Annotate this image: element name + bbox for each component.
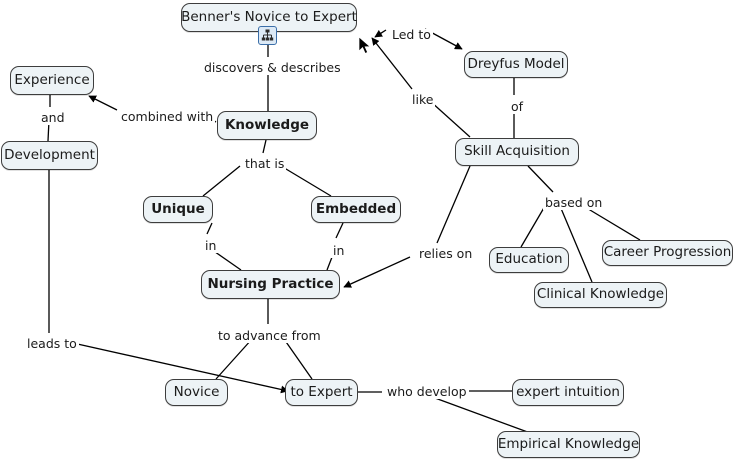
edge-label-like: like [410, 92, 436, 107]
edge-label-ledto: Led to [390, 27, 433, 42]
concept-node-label: expert intuition [516, 383, 620, 400]
edge-skill-root-b [429, 100, 471, 138]
concept-node-label: Education [495, 251, 563, 268]
concept-node-toexp[interactable]: to Expert [285, 379, 358, 406]
concept-node-label: Development [4, 146, 95, 163]
mouse-cursor-icon [358, 36, 371, 54]
edge-thatis-unique [202, 165, 241, 197]
edge-skill-basedon [527, 165, 554, 193]
concept-node-label: Nursing Practice [207, 275, 334, 292]
edge-label-advance: to advance from [216, 328, 323, 343]
edge-advance-toexpert [283, 338, 313, 380]
concept-node-know[interactable]: Knowledge [217, 111, 317, 140]
edge-basedon-education [520, 205, 546, 248]
concept-node-edu[interactable]: Education [489, 247, 569, 273]
concept-node-label: Embedded [315, 200, 397, 217]
edge-basedon-clinical [559, 205, 593, 283]
hierarchy-tree-icon[interactable] [258, 26, 277, 45]
concept-node-emb[interactable]: Embedded [311, 196, 401, 223]
concept-node-dev[interactable]: Development [1, 141, 98, 170]
edge-skill-root-a [371, 37, 413, 90]
edge-knowledge-thatis [262, 139, 267, 154]
concept-node-dreyfus[interactable]: Dreyfus Model [464, 51, 568, 78]
edge-label-leadsto: leads to [25, 336, 79, 351]
edge-label-whodevelop: who develop [385, 384, 469, 399]
edge-root-dreyfus-a [374, 29, 387, 38]
edge-leadsto-toexpert [63, 340, 289, 394]
edge-basedon-career [579, 203, 641, 241]
edge-unique-in [206, 222, 213, 235]
concept-node-career[interactable]: Career Progression [602, 240, 733, 266]
concept-node-label: Skill Acquisition [464, 143, 570, 160]
concept-node-label: Dreyfus Model [467, 55, 565, 72]
concept-node-label: Career Progression [603, 244, 732, 261]
edge-label-in-right: in [331, 243, 347, 258]
concept-node-uniq[interactable]: Unique [143, 196, 213, 223]
edge-label-discovers: discovers & describes [202, 60, 343, 75]
concept-node-label: Empirical Knowledge [497, 435, 640, 452]
edge-advance-novice [215, 338, 253, 380]
edge-label-in-left: in [203, 238, 219, 253]
edge-label-basedon: based on [543, 195, 605, 210]
concept-node-label: Unique [151, 200, 205, 217]
concept-node-label: Benner's Novice to Expert [181, 8, 357, 25]
concept-node-intu[interactable]: expert intuition [512, 379, 624, 406]
concept-node-label: Novice [173, 383, 220, 400]
edge-label-and: and [39, 110, 67, 125]
edge-label-relieson: relies on [417, 246, 475, 261]
concept-node-label: Knowledge [224, 116, 310, 133]
edge-label-of: of [509, 99, 526, 114]
concept-node-label: to Expert [290, 383, 353, 400]
concept-node-novice[interactable]: Novice [165, 379, 228, 406]
edge-label-combined: combined with [119, 109, 216, 124]
concept-node-skill[interactable]: Skill Acquisition [455, 138, 579, 166]
edge-skill-relieson [436, 165, 471, 244]
concept-node-label: Clinical Knowledge [536, 286, 665, 303]
concept-node-clin[interactable]: Clinical Knowledge [534, 282, 667, 308]
edge-thatis-embedded [280, 165, 332, 197]
edge-embedded-in [335, 222, 344, 239]
concept-node-label: Experience [14, 71, 90, 88]
edge-whodevelop-empirical [434, 397, 534, 435]
edge-label-thatis: that is [243, 156, 287, 171]
concept-node-exp[interactable]: Experience [10, 66, 94, 95]
edge-combined-experience [88, 95, 118, 111]
edge-relieson-nursing [343, 256, 411, 288]
hierarchy-tree-glyph [261, 29, 274, 41]
concept-node-nurs[interactable]: Nursing Practice [201, 270, 340, 299]
concept-node-empir[interactable]: Empirical Knowledge [497, 431, 640, 458]
